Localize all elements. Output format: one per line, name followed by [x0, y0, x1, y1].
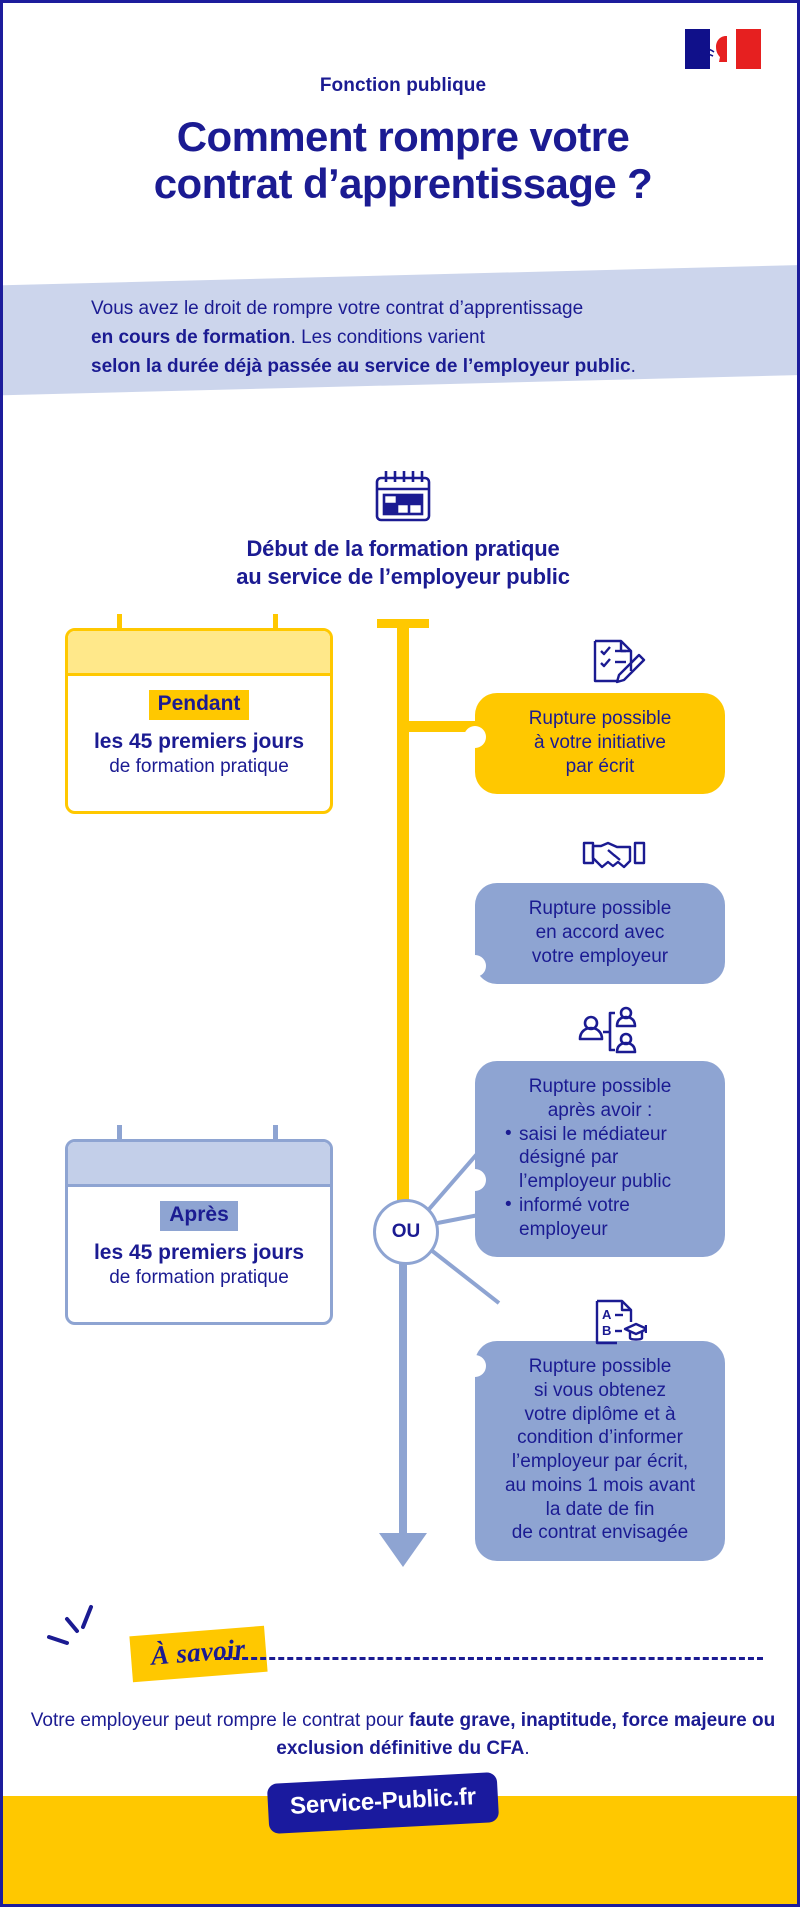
card-body: Après les 45 premiers jours de formation…: [65, 1139, 333, 1325]
bubble-line: la date de fin: [545, 1498, 655, 1520]
note-text: Votre employeur peut rompre le contrat p…: [3, 1707, 797, 1762]
card-body: Pendant les 45 premiers jours de formati…: [65, 628, 333, 814]
card-line2: de formation pratique: [109, 1267, 289, 1289]
svg-text:A: A: [602, 1307, 612, 1322]
bubble-connector-dot: [464, 1355, 486, 1377]
checklist-pen-icon: [593, 639, 646, 684]
bubble-line: à votre initiative: [533, 731, 666, 753]
card-apres: Après les 45 premiers jours de formation…: [65, 1125, 333, 1325]
calendar-icon: [375, 471, 431, 522]
flag-white-band: [699, 29, 736, 69]
timeline-yellow-cap: [377, 619, 429, 628]
card-chip-apres: Après: [160, 1201, 238, 1232]
bubble-line: de contrat envisagée: [511, 1522, 689, 1544]
card-header-band: [68, 1142, 330, 1187]
intro-line3-tail: .: [630, 355, 636, 377]
bubble-connector-dot: [464, 726, 486, 748]
bubble-connector-dot: [464, 1169, 486, 1191]
card-content: Pendant les 45 premiers jours de formati…: [68, 676, 330, 799]
bubble-line: en accord avec: [535, 921, 665, 943]
diploma-graduation-icon: A B: [595, 1299, 647, 1345]
french-flag-logo: [685, 29, 761, 69]
marianne-icon: [699, 36, 728, 62]
timeline-arrow-icon: [379, 1533, 427, 1567]
handshake-icon: [582, 841, 646, 869]
bubble-diplome: Rupture possible si vous obtenez votre d…: [464, 1341, 725, 1561]
card-chip-pendant: Pendant: [148, 690, 250, 721]
section-heading: Début de la formation pratique au servic…: [3, 535, 797, 590]
note-text-bold: faute grave, inaptitude, force majeure o…: [276, 1710, 776, 1759]
intro-line2-bold: en cours de formation: [91, 326, 291, 348]
intro-line2: . Les conditions varient: [290, 326, 485, 348]
page-title: Comment rompre votre contrat d’apprentis…: [3, 113, 797, 208]
bubble-line: Rupture possible: [528, 1076, 672, 1097]
bubble-bullet: informé votre employeur: [505, 1193, 711, 1242]
bubble-bullet-list: saisi le médiateur désigné par l’employe…: [489, 1121, 711, 1242]
note-badge: À savoir: [129, 1625, 268, 1683]
note-divider: [215, 1657, 763, 1660]
note-text-normal: Votre employeur peut rompre le contrat p…: [30, 1710, 409, 1731]
mediator-people-icon: [578, 1006, 637, 1054]
bubble-line: après avoir :: [547, 1099, 653, 1121]
bubble-bullet: saisi le médiateur désigné par l’employe…: [505, 1121, 711, 1194]
page-title-line2: contrat d’apprentissage ?: [153, 160, 653, 208]
timeline-yellow-connector: [397, 721, 507, 732]
card-content: Après les 45 premiers jours de formation…: [68, 1187, 330, 1310]
sparkle-icon: [47, 1605, 93, 1645]
section-heading-line2: au service de l’employeur public: [236, 563, 570, 589]
bubble-initiative: Rupture possible à votre initiative par …: [464, 693, 725, 795]
timeline-yellow-line: [397, 619, 409, 1234]
card-line2: de formation pratique: [109, 756, 289, 778]
note-section: À savoir Votre employeur peut rompre le …: [3, 1595, 797, 1775]
flag-red-band: [735, 29, 761, 69]
intro-text: Vous avez le droit de rompre votre contr…: [91, 295, 771, 382]
bubble-accord: Rupture possible en accord avec votre em…: [464, 883, 725, 985]
bubble-mediateur: Rupture possible après avoir : saisi le …: [464, 1061, 725, 1258]
bubble-line: par écrit: [565, 755, 635, 777]
intro-line1: Vous avez le droit de rompre votre contr…: [91, 298, 584, 319]
bubble-line: votre employeur: [531, 945, 669, 967]
card-pendant: Pendant les 45 premiers jours de formati…: [65, 614, 333, 814]
card-line1: les 45 premiers jours: [93, 1241, 305, 1265]
eyebrow-label: Fonction publique: [319, 75, 487, 96]
card-header-band: [68, 631, 330, 676]
intro-band: Vous avez le droit de rompre votre contr…: [3, 264, 797, 397]
card-line1: les 45 premiers jours: [93, 730, 305, 754]
or-node: OU: [373, 1199, 439, 1265]
page-title-line1: Comment rompre votre: [176, 113, 630, 160]
bubble-line: si vous obtenez: [533, 1379, 667, 1401]
bubble-line: Rupture possible: [528, 898, 672, 919]
bubble-line: au moins 1 mois avant: [504, 1474, 696, 1496]
section-heading-line1: Début de la formation pratique: [246, 536, 560, 561]
svg-text:B: B: [602, 1323, 611, 1338]
bubble-connector-dot: [464, 955, 486, 977]
intro-line3-bold: selon la durée déjà passée au service de…: [91, 355, 631, 377]
bubble-line: condition d’informer: [517, 1427, 683, 1449]
bubble-line: Rupture possible: [528, 708, 672, 729]
bubble-line: votre diplôme et à: [524, 1403, 676, 1425]
note-text-tail: .: [524, 1737, 530, 1759]
bubble-line: Rupture possible: [528, 1356, 672, 1377]
bubble-line: l’employeur par écrit,: [511, 1451, 689, 1472]
